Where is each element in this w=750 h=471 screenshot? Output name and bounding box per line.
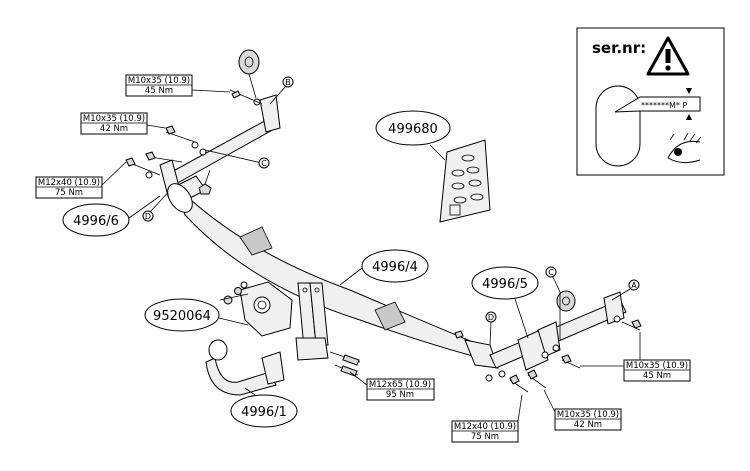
spec-right-m10-45: M10x35 (10.9) 45 Nm xyxy=(580,332,691,382)
center-mount-plate xyxy=(295,282,361,377)
arrow-down-icon xyxy=(686,88,692,94)
hardware-pack-items xyxy=(449,154,484,216)
callout-c-left xyxy=(258,157,270,169)
part-label-499680: 499680 xyxy=(388,122,438,137)
part-label-bubble xyxy=(375,110,451,146)
callout-b xyxy=(282,76,294,88)
part-9520064-group: 9520064 xyxy=(144,298,249,332)
svg-text:45 Nm: 45 Nm xyxy=(145,86,173,96)
main-crossbar xyxy=(167,169,499,369)
svg-text:M10x35 (10.9): M10x35 (10.9) xyxy=(83,114,145,124)
svg-text:M10x35 (10.9): M10x35 (10.9) xyxy=(557,410,619,420)
svg-text:M10x35 (10.9): M10x35 (10.9) xyxy=(128,76,190,86)
svg-text:B: B xyxy=(285,78,291,87)
spec-center-m12: M12x65 (10.9) 95 Nm xyxy=(349,371,435,401)
part-4996-1-group: 4996/1 xyxy=(230,387,298,428)
crossbar-left-end xyxy=(167,183,193,213)
svg-text:M12x40 (10.9): M12x40 (10.9) xyxy=(454,422,516,432)
svg-text:75 Nm: 75 Nm xyxy=(471,432,499,442)
svg-text:M12x40 (10.9): M12x40 (10.9) xyxy=(38,178,100,188)
left-top-nut xyxy=(238,49,260,75)
serial-number-panel: ser.nr: *******M* P xyxy=(576,27,725,176)
left-bracket-group xyxy=(125,49,287,213)
svg-text:75 Nm: 75 Nm xyxy=(55,188,83,198)
spec-left-m12: M12x40 (10.9) 75 Nm xyxy=(35,161,127,199)
tow-ball-sphere xyxy=(208,339,228,361)
callout-a xyxy=(628,279,640,291)
spec-bottom-m12: M12x40 (10.9) 75 Nm xyxy=(451,394,523,443)
svg-text:D: D xyxy=(145,212,151,221)
eye-icon xyxy=(667,132,702,164)
serial-plate-callout: *******M* P xyxy=(614,88,701,120)
part-label-9520064: 9520064 xyxy=(153,309,211,324)
right-callouts: C A D xyxy=(485,266,640,346)
warning-triangle-icon xyxy=(646,36,690,76)
svg-text:D: D xyxy=(488,313,494,322)
left-bracket-rail xyxy=(165,117,277,186)
svg-text:42 Nm: 42 Nm xyxy=(574,420,602,430)
spec-left-m10: M10x35 (10.9) 42 Nm xyxy=(80,112,166,135)
spec-bottom-m10: M10x35 (10.9) 42 Nm xyxy=(543,389,622,431)
right-top-nut xyxy=(556,290,576,312)
left-callouts: B C D xyxy=(142,76,294,222)
serial-plate-text: *******M* P xyxy=(641,101,687,110)
serial-plate-outline xyxy=(595,85,641,167)
part-label-4996-5: 4996/5 xyxy=(482,277,528,292)
svg-text:C: C xyxy=(548,268,554,277)
svg-text:M10x35 (10.9): M10x35 (10.9) xyxy=(626,361,688,371)
serial-label: ser.nr: xyxy=(592,39,646,57)
hardware-pack xyxy=(439,139,491,223)
svg-text:C: C xyxy=(261,159,267,168)
svg-text:M12x65 (10.9): M12x65 (10.9) xyxy=(369,380,431,390)
svg-text:A: A xyxy=(631,281,637,290)
callout-d-left xyxy=(142,210,154,222)
part-499680-group: 499680 xyxy=(375,110,491,223)
arrow-up-icon xyxy=(686,114,692,120)
part-4996-6-group: 4996/6 xyxy=(62,195,161,237)
part-label-4996-6: 4996/6 xyxy=(73,214,119,229)
part-label-4996-1: 4996/1 xyxy=(241,405,287,420)
socket-plate xyxy=(219,281,293,337)
svg-text:45 Nm: 45 Nm xyxy=(643,371,671,381)
right-bracket-group xyxy=(454,290,642,393)
part-4996-4-group: 4996/4 xyxy=(339,249,429,286)
svg-text:95 Nm: 95 Nm xyxy=(386,390,414,400)
svg-text:42 Nm: 42 Nm xyxy=(100,124,128,134)
part-4996-5-group: 4996/5 xyxy=(471,266,539,339)
tow-ball xyxy=(205,339,285,396)
callout-c-right xyxy=(545,266,557,278)
part-label-4996-4: 4996/4 xyxy=(372,260,418,275)
tow-ball-neck xyxy=(205,357,277,396)
spec-top-m10: M10x35 (10.9) 45 Nm xyxy=(125,74,231,97)
